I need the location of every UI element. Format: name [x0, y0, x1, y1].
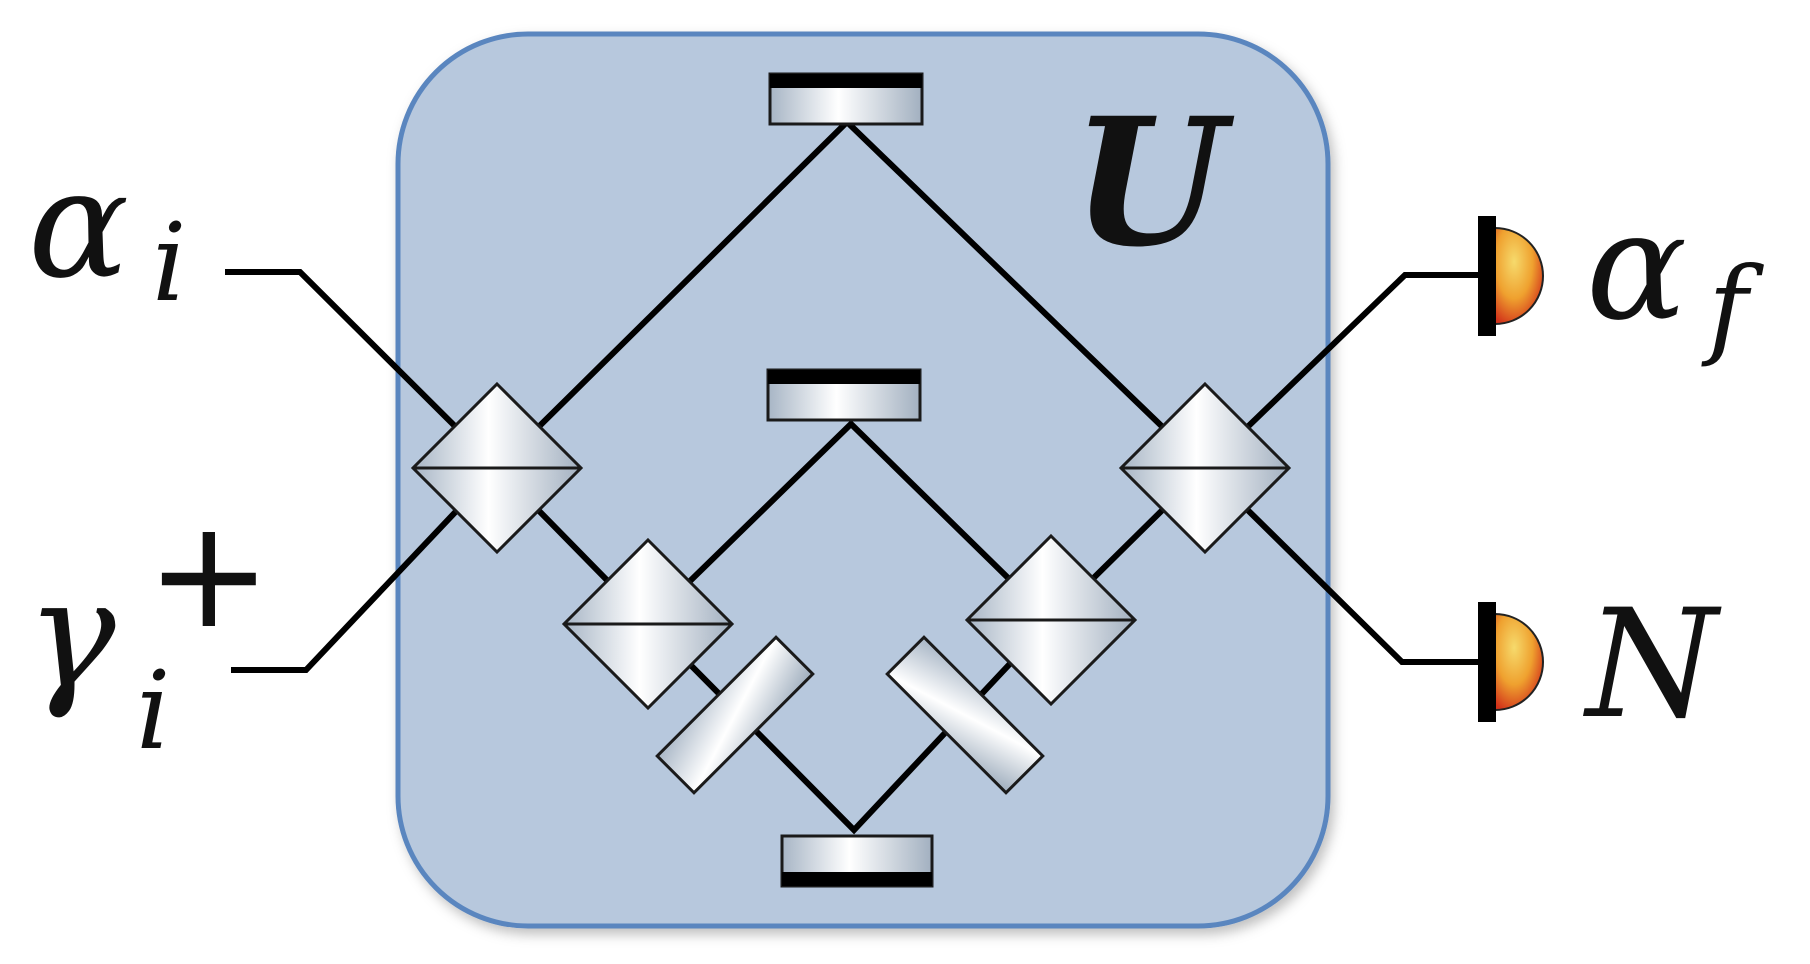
- label-n: N: [1583, 578, 1722, 752]
- beamsplitter-inner-right: [964, 533, 1138, 707]
- label-alpha-i: α i: [28, 138, 187, 326]
- beamsplitter-left: [410, 381, 584, 555]
- label-gamma-base: γ: [26, 548, 116, 722]
- unitary-label: U: [1072, 79, 1235, 286]
- mirror-middle: [766, 368, 922, 422]
- waveplate-right: [885, 635, 1045, 795]
- mirror-top: [768, 72, 924, 126]
- beam-lower-loop: [643, 615, 1056, 835]
- label-alpha-i-sub: i: [152, 201, 187, 326]
- beam-output-alpha: [1200, 272, 1481, 473]
- beamsplitter-right: [1118, 381, 1292, 555]
- label-alpha-f: α f: [1586, 180, 1764, 370]
- beamsplitter-inner-left: [561, 537, 735, 711]
- label-gamma-i-plus: γ i +: [26, 488, 272, 774]
- detector-alpha-f: [1478, 216, 1544, 336]
- label-gamma-sup: +: [146, 488, 272, 662]
- label-alpha-f-sub: f: [1701, 245, 1764, 370]
- unitary-box: [395, 31, 1331, 929]
- detector-n: [1478, 602, 1544, 722]
- label-gamma-sub: i: [136, 649, 171, 774]
- label-alpha-i-base: α: [28, 138, 129, 312]
- waveplate-left: [655, 635, 815, 795]
- label-alpha-f-base: α: [1586, 180, 1687, 354]
- beam-input-alpha: [225, 269, 502, 473]
- beam-input-gamma: [231, 463, 502, 673]
- mirror-bottom: [780, 834, 934, 888]
- beam-output-n: [1200, 463, 1481, 665]
- beam-inner-loop: [643, 419, 1056, 627]
